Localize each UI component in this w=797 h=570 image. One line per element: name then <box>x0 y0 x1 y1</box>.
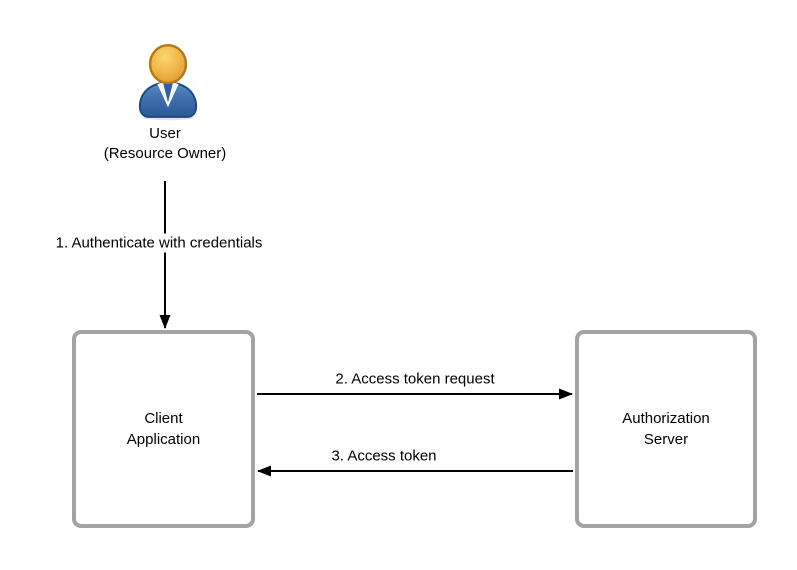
node-auth-label-line1: Authorization <box>622 410 710 427</box>
edge-token-response-label: 3. Access token <box>328 446 440 466</box>
edge-token-request-label: 2. Access token request <box>332 369 498 389</box>
actor-label: User (Resource Owner) <box>104 124 227 164</box>
node-client-label-line1: Client <box>144 410 183 427</box>
node-authorization-server: Authorization Server <box>575 330 757 528</box>
person-head <box>148 43 188 85</box>
node-client-label-line2: Application <box>126 431 201 448</box>
edge-authenticate-label: 1. Authenticate with credentials <box>52 233 266 253</box>
actor-label-line2: (Resource Owner) <box>103 145 227 162</box>
user-person-icon <box>138 43 198 121</box>
actor-label-line1: User <box>149 125 181 142</box>
person-jacket-v <box>163 82 173 103</box>
node-auth-label-line2: Server <box>643 431 689 448</box>
node-client-application: Client Application <box>72 330 255 528</box>
